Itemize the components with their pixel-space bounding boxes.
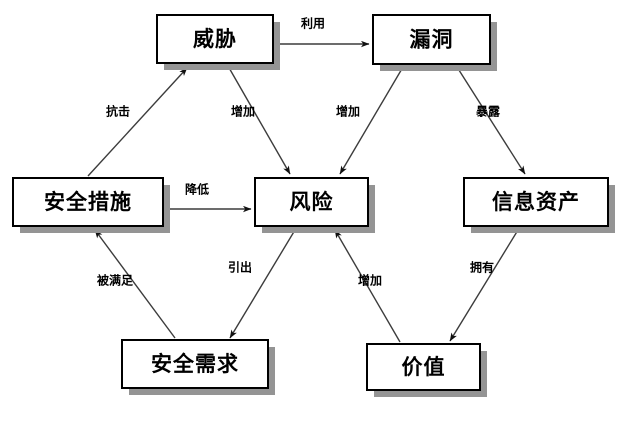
edge-label-asset-has-value: 拥有 [470,260,494,275]
edge-label-vulnerability-exposes-asset: 暴露 [475,105,501,119]
edge-label-safeguard-reduces-risk: 降低 [185,182,209,197]
node-label-threat: 威胁 [193,27,237,51]
edge-safeguard-counters-threat [87,67,188,177]
edge-vulnerability-exposes-asset [456,66,526,175]
node-box-asset[interactable] [463,177,609,227]
edge-label-threat-increases-risk: 增加 [231,104,255,119]
edge-threat-increases-risk [227,65,291,175]
edge-asset-has-value [449,229,519,342]
node-box-safeguard[interactable] [12,177,164,227]
edge-value-increases-risk [334,229,401,343]
node-box-requirement[interactable] [121,339,269,389]
edge-label-vulnerability-increases-risk: 增加 [336,104,360,119]
node-label-requirement: 安全需求 [151,352,239,376]
node-label-safeguard: 安全措施 [44,190,132,214]
node-label-risk: 风险 [290,190,334,214]
edge-risk-derives-requirement [229,229,296,339]
node-box-risk[interactable] [254,177,369,227]
edges-layer [87,40,526,343]
node-label-value: 价值 [402,355,446,379]
edge-requirement-satisfied-by-safeguard [94,229,176,339]
node-label-asset: 信息资产 [492,190,580,214]
edge-label-safeguard-counters-threat: 抗击 [106,104,130,119]
node-label-vulnerability: 漏洞 [410,28,454,52]
edge-label-requirement-satisfied-by-safeguard: 被满足 [97,273,133,288]
edge-vulnerability-increases-risk [339,66,404,175]
edge-label-risk-derives-requirement: 引出 [228,260,252,275]
node-box-value[interactable] [366,343,481,391]
edge-labels-layer: 利用抗击增加增加暴露降低被满足引出增加拥有 [97,16,501,288]
node-box-vulnerability[interactable] [372,14,491,65]
node-box-threat[interactable] [156,14,274,64]
edge-label-value-increases-risk: 增加 [358,273,382,288]
edge-label-threat-exploits-vulnerability: 利用 [301,16,325,31]
